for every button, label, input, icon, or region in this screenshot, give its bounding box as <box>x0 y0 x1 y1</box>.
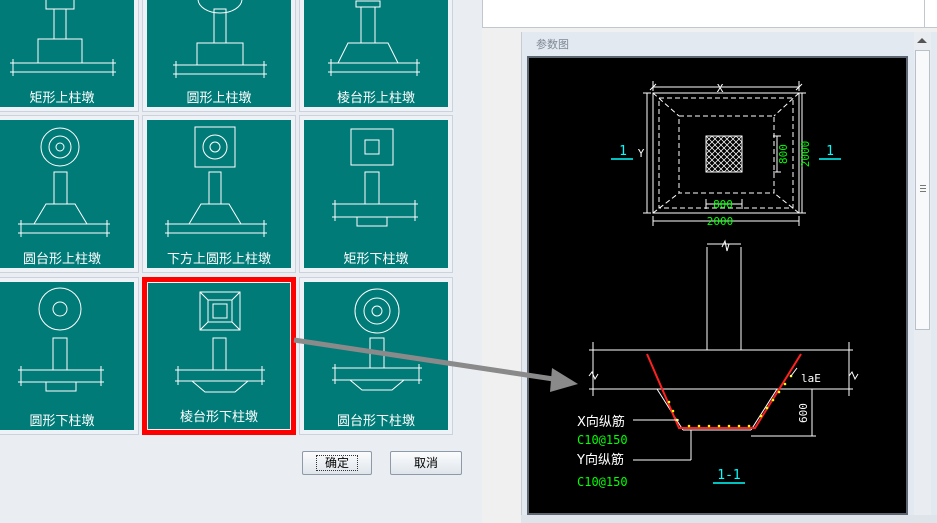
tile-frustum-upper-pier[interactable]: 棱台形上柱墩 <box>299 0 453 112</box>
tile-circle-lower-pier[interactable]: 圆形下柱墩 <box>0 277 139 435</box>
cad-drawing-canvas: X Y 800 2000 800 2000 1 1 <box>527 56 908 515</box>
column-hatch <box>705 135 743 173</box>
plan-x-label: X <box>717 82 724 95</box>
rebar-dots <box>667 374 793 428</box>
x-bar-label: X向纵筋 <box>577 414 625 430</box>
section-title: 1-1 <box>717 468 740 483</box>
rect-upper-pier-icon <box>10 0 116 76</box>
lae-label: laE <box>801 372 821 385</box>
dim-2000-vertical: 2000 <box>799 141 812 168</box>
frustum-upper-pier-icon <box>328 0 420 76</box>
round-frustum-lower-pier-icon <box>332 288 422 391</box>
dim-800-horizontal: 800 <box>713 198 733 211</box>
tile-rect-lower-pier[interactable]: 矩形下柱墩 <box>299 115 453 273</box>
tile-frustum-lower-pier-selected[interactable]: 棱台形下柱墩 <box>142 277 296 435</box>
tile-round-frustum-lower-pier[interactable]: 圆台形下柱墩 <box>299 277 453 435</box>
dim-2000-horizontal: 2000 <box>707 215 734 228</box>
y-bar-spec: C10@150 <box>577 475 628 489</box>
pier-type-panel: 矩形上柱墩 圆形上柱墩 <box>0 0 462 475</box>
dim-800-vertical: 800 <box>777 144 790 164</box>
section-mark-left: 1 <box>619 144 627 159</box>
tile-square-base-round-top-pier[interactable]: 下方上圆形上柱墩 <box>142 115 296 273</box>
top-input-strip <box>482 0 937 28</box>
horizontal-scrollbar[interactable] <box>521 515 937 523</box>
frustum-lower-pier-icon <box>175 291 265 393</box>
circle-upper-pier-icon <box>173 0 267 78</box>
pier-parameter-drawing: X Y 800 2000 800 2000 1 1 <box>576 81 859 489</box>
tile-label: 圆台形上柱墩 <box>22 252 101 267</box>
tile-label: 圆台形下柱墩 <box>336 414 415 429</box>
tile-label: 矩形下柱墩 <box>343 252 409 267</box>
tile-round-frustum-upper-pier[interactable]: 圆台形上柱墩 <box>0 115 139 273</box>
tile-label: 圆形下柱墩 <box>29 414 95 429</box>
rebar-red <box>646 353 802 429</box>
rect-lower-pier-icon <box>332 128 418 227</box>
plan-outer-outline <box>658 97 794 209</box>
dim-600: 600 <box>797 403 810 423</box>
pier-type-grid: 矩形上柱墩 圆形上柱墩 <box>0 0 458 442</box>
tile-rect-upper-pier[interactable]: 矩形上柱墩 <box>0 0 139 112</box>
y-bar-label: Y向纵筋 <box>576 452 624 468</box>
tile-circle-upper-pier[interactable]: 圆形上柱墩 <box>142 0 296 112</box>
cancel-button[interactable]: 取消 <box>390 451 462 475</box>
section-mark-right: 1 <box>826 144 834 159</box>
x-bar-spec: C10@150 <box>577 433 628 447</box>
tile-label: 棱台形上柱墩 <box>336 91 415 106</box>
panel-title: 参数图 <box>536 38 569 51</box>
square-base-round-top-pier-icon <box>165 126 267 237</box>
tile-label: 下方上圆形上柱墩 <box>166 252 271 267</box>
vertical-scrollbar[interactable] <box>914 32 931 515</box>
ok-button[interactable]: 确定 <box>302 451 372 475</box>
round-frustum-upper-pier-icon <box>18 127 110 237</box>
tile-label: 矩形上柱墩 <box>29 91 95 106</box>
plan-y-label: Y <box>638 147 645 160</box>
tile-label: 圆形上柱墩 <box>186 91 252 106</box>
circle-lower-pier-icon <box>18 287 104 392</box>
scroll-thumb[interactable] <box>915 50 930 330</box>
scroll-up-arrow-icon[interactable] <box>917 38 927 43</box>
tile-label: 棱台形下柱墩 <box>179 410 258 425</box>
